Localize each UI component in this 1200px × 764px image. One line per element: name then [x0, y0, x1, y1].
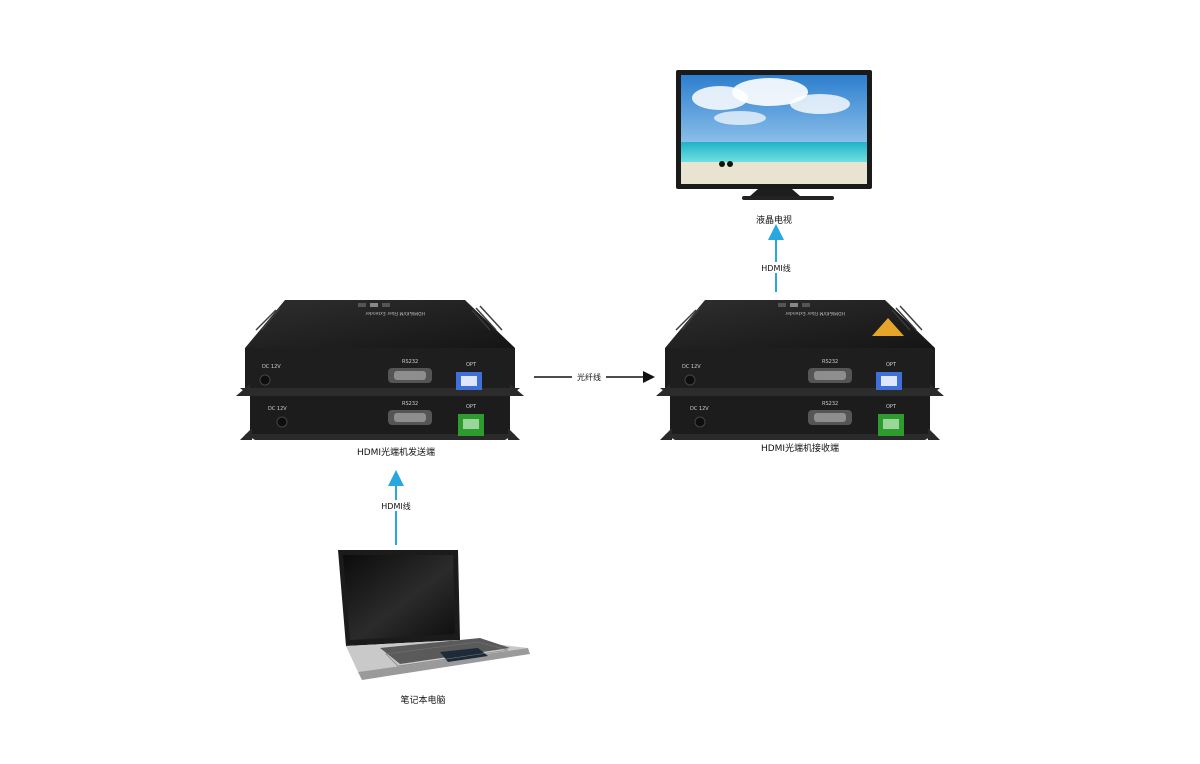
port-opt-label: OPT — [466, 362, 477, 368]
port-opt-label-rx-2: OPT — [886, 404, 897, 410]
laptop-label: 笔记本电脑 — [400, 694, 445, 706]
port-opt-label-2: OPT — [466, 404, 477, 410]
transmitter-label: HDMI光端机发送端 — [357, 446, 435, 458]
tv-icon — [676, 70, 872, 200]
port-dc-label-rx: DC 12V — [682, 364, 701, 370]
transmitter-ports: DC 12V RS232 OPT DC 12V RS232 OPT — [259, 359, 484, 436]
port-rs232-label-rx-2: RS232 — [822, 401, 838, 407]
hdmi-link-label-top: HDMI线 — [761, 263, 790, 273]
port-rs232-label-rx: RS232 — [822, 359, 838, 365]
hdmi-link-label-bottom: HDMI线 — [381, 501, 410, 511]
port-rs232-label-2: RS232 — [402, 401, 418, 407]
port-rs232-label: RS232 — [402, 359, 418, 365]
port-opt-label-rx: OPT — [886, 362, 897, 368]
receiver-ports: DC 12V RS232 OPT DC 12V RS232 OPT — [682, 318, 904, 436]
receiver-label: HDMI光端机接收端 — [761, 442, 839, 454]
port-dc-label-2: DC 12V — [268, 406, 287, 412]
brand-logo-icon — [872, 318, 904, 336]
fiber-link-label: 光纤线 — [577, 372, 601, 382]
port-dc-label: DC 12V — [262, 364, 281, 370]
tv-label: 液晶电视 — [756, 214, 792, 226]
port-dc-label-rx-2: DC 12V — [690, 406, 709, 412]
laptop-icon — [338, 550, 530, 680]
